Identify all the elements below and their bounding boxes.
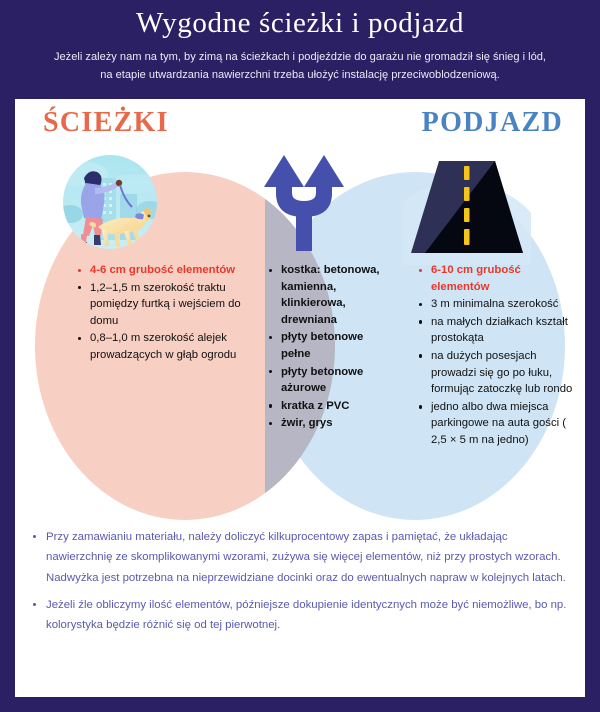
drive-bullet-list: 6-10 cm grubość elementów 3 m minimalna … (418, 262, 578, 450)
dog-walker-illustration (63, 155, 157, 249)
list-item: na małych działkach kształt prostokąta (418, 314, 578, 347)
subtitle-line-1: Jeżeli zależy nam na tym, by zimą na ści… (53, 51, 547, 64)
list-item: kratka z PVC (268, 398, 388, 415)
list-item: płyty betonowe ażurowe (268, 364, 388, 397)
list-item: kostka: betonowa, kamienna, klinkierowa,… (268, 262, 388, 328)
footer-notes-list: Przy zamawianiu materiału, należy dolicz… (29, 527, 574, 642)
list-item: 3 m minimalna szerokość (418, 296, 578, 313)
list-item: 1,2–1,5 m szerokość traktu pomiędzy furt… (77, 280, 252, 330)
list-item: 6-10 cm grubość elementów (418, 262, 578, 295)
content-card: ŚCIEŻKI PODJAZD (15, 99, 585, 697)
subtitle-line-2: na etapie utwardzania nawierzchni trzeba… (100, 69, 500, 82)
note-item: Jeżeli źle obliczymy ilość elementów, pó… (29, 595, 574, 636)
page-header: Wygodne ścieżki i podjazd Jeżeli zależy … (0, 0, 600, 95)
list-item: jedno albo dwa miejsca parkingowe na aut… (418, 399, 578, 449)
note-item: Przy zamawianiu materiału, należy dolicz… (29, 527, 574, 588)
page-title: Wygodne ścieżki i podjazd (135, 7, 465, 39)
list-item: 4-6 cm grubość elementów (77, 262, 252, 279)
section-heading-drive: PODJAZD (421, 107, 563, 138)
road-illustration (403, 161, 531, 265)
paths-bullet-list: 4-6 cm grubość elementów 1,2–1,5 m szero… (77, 262, 252, 365)
list-item: na dużych posesjach prowadzi się go po ł… (418, 348, 578, 398)
list-item: 0,8–1,0 m szerokość alejek prowadzących … (77, 330, 252, 363)
page-subtitle: Jeżeli zależy nam na tym, by zimą na ści… (18, 49, 582, 85)
common-bullet-list: kostka: betonowa, kamienna, klinkierowa,… (268, 262, 388, 433)
list-item: płyty betonowe pełne (268, 329, 388, 362)
section-heading-paths: ŚCIEŻKI (43, 107, 169, 138)
fork-arrow-icon (264, 155, 344, 251)
list-item: żwir, grys (268, 415, 388, 432)
